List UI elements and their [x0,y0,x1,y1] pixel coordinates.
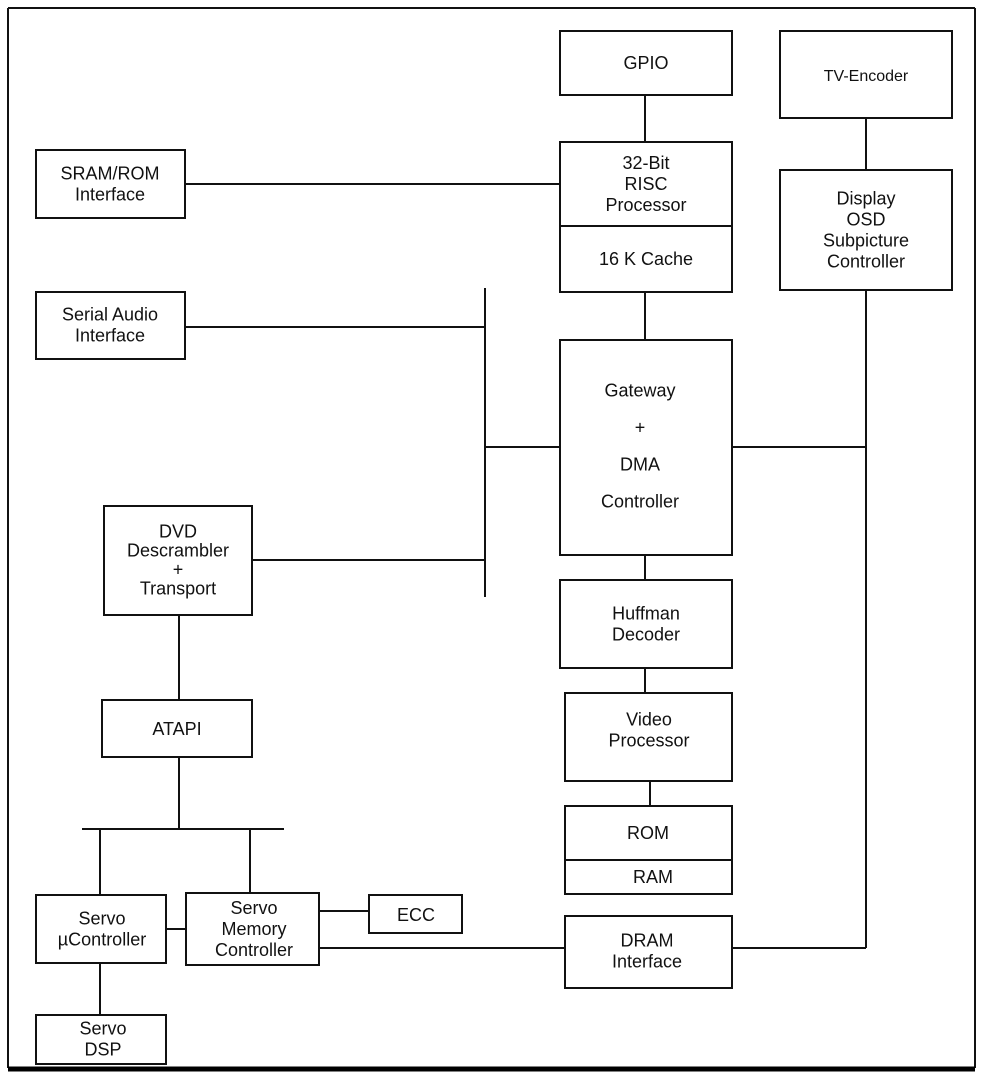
tv-encoder-block: TV-Encoder [779,30,953,119]
gateway-dma-controller-block: Gateway + DMA Controller [559,339,733,556]
gpio-block: GPIO [559,30,733,96]
gateway-line-2: + [635,418,646,438]
servo-uc-line-2: µController [58,930,146,950]
display-line-1: Display [836,189,895,209]
ram-label: RAM [633,867,673,887]
servo-mem-line-1: Servo [230,898,277,918]
tv-encoder-line-1: TV-Encoder [824,68,909,85]
risc-line-3: Processor [605,195,686,215]
risc-line-1: 32-Bit [622,153,669,173]
dram-line-2: Interface [612,952,682,972]
gateway-dma-controller-label: Gateway + DMA Controller [601,381,679,512]
display-line-3: Subpicture [823,231,909,251]
rom-line-1: ROM [627,823,669,843]
risc-line-2: RISC [624,174,667,194]
rom-ram-block: ROM RAM [564,805,733,895]
cache-label: 16 K Cache [599,249,693,269]
video-line-1: Video [626,710,672,730]
atapi-block: ATAPI [101,699,253,758]
atapi-line-1: ATAPI [152,719,201,739]
servo-dsp-line-2: DSP [84,1040,121,1060]
sram-rom-line-1: SRAM/ROM [61,164,160,184]
tv-encoder-label: TV-Encoder [824,68,909,85]
dvd-line-2: Descrambler [127,541,229,561]
display-line-4: Controller [827,252,905,272]
ecc-line-1: ECC [397,905,435,925]
video-line-2: Processor [608,731,689,751]
sram-rom-line-2: Interface [75,185,145,205]
connections [82,95,867,1015]
servo-uc-line-1: Servo [78,909,125,929]
huffman-line-2: Decoder [612,625,680,645]
huffman-line-1: Huffman [612,604,680,624]
servo-mem-line-3: Controller [215,940,293,960]
display-line-2: OSD [846,210,885,230]
ram-line-1: RAM [633,867,673,887]
dvd-line-4: Transport [140,579,216,599]
dram-line-1: DRAM [621,931,674,951]
dvd-line-3: + [173,560,184,580]
gpio-line-1: GPIO [623,53,668,73]
serial-audio-line-1: Serial Audio [62,305,158,325]
serial-audio-line-2: Interface [75,326,145,346]
gpio-label: GPIO [623,53,668,73]
cache-block: 16 K Cache [559,225,733,293]
servo-dsp-line-1: Servo [79,1019,126,1039]
cache-line-1: 16 K Cache [599,249,693,269]
ecc-block: ECC [368,894,463,934]
gateway-line-1: Gateway [604,381,675,401]
ecc-label: ECC [397,905,435,925]
gateway-line-3: DMA [620,455,660,475]
dvd-line-1: DVD [159,522,197,542]
diagram-frame [7,7,976,1072]
atapi-label: ATAPI [152,719,201,739]
servo-mem-line-2: Memory [221,919,286,939]
rom-label: ROM [627,823,669,843]
gateway-line-4: Controller [601,492,679,512]
